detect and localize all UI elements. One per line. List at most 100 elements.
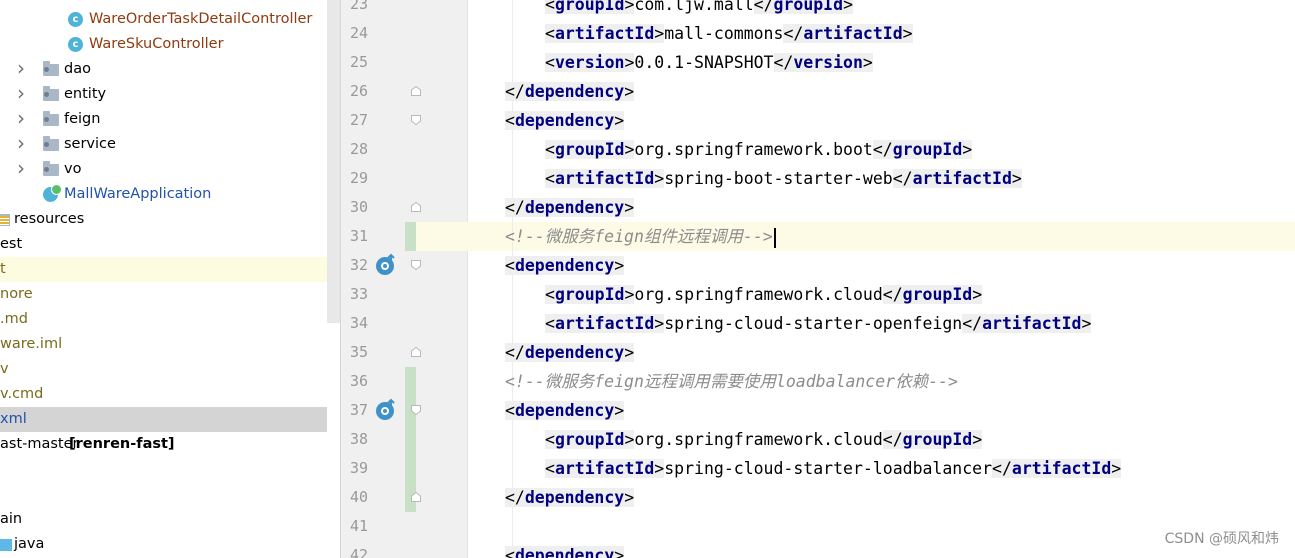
tree-node-service[interactable]: ›service (0, 132, 327, 157)
tree-node-feign[interactable]: ›feign (0, 107, 327, 132)
xml-tag-name: artifactId (912, 169, 1012, 188)
tree-node-xml[interactable]: xml (0, 407, 327, 432)
xml-open-tag: <dependency> (505, 256, 625, 275)
line-number[interactable]: 33 (349, 285, 368, 303)
expand-chevron-icon[interactable]: › (17, 81, 25, 105)
spring-app-icon (43, 184, 62, 202)
line-number[interactable]: 37 (349, 401, 368, 419)
code-line[interactable]: <dependency> (505, 106, 625, 135)
expand-chevron-icon[interactable]: › (17, 131, 25, 155)
code-line[interactable]: <dependency> (505, 251, 625, 280)
xml-text-value: spring-boot-starter-web (664, 169, 893, 188)
tree-node-resources[interactable]: resources (0, 207, 327, 232)
fold-end-icon[interactable] (410, 201, 422, 213)
xml-tag-name: artifactId (554, 24, 655, 43)
code-line[interactable]: <groupId>com.ljw.mall</groupId> (545, 0, 853, 19)
line-number[interactable]: 24 (349, 24, 368, 42)
tree-node-label: .md (0, 311, 28, 327)
xml-text-value: org.springframework.boot (634, 140, 873, 159)
code-line[interactable]: <!--微服务feign组件远程调用--> (505, 222, 776, 251)
fold-start-icon[interactable] (410, 404, 422, 416)
line-number[interactable]: 39 (349, 459, 368, 477)
xml-text-value: org.springframework.cloud (634, 430, 883, 449)
tree-node-dao[interactable]: ›dao (0, 57, 327, 82)
panel-divider[interactable] (340, 0, 341, 558)
tree-node-ast-master[interactable]: ast-master[renren-fast] (0, 432, 327, 457)
tree-node-v-cmd[interactable]: v.cmd (0, 382, 327, 407)
code-line[interactable]: <version>0.0.1-SNAPSHOT</version> (545, 48, 873, 77)
xml-close-tag: </dependency> (505, 488, 635, 507)
code-line[interactable]: <dependency> (505, 541, 625, 558)
line-number[interactable]: 26 (349, 82, 368, 100)
tree-node-mallwareapplication[interactable]: MallWareApplication (0, 182, 327, 207)
line-number[interactable]: 27 (349, 111, 368, 129)
line-number[interactable]: 36 (349, 372, 368, 390)
code-line[interactable]: <artifactId>spring-boot-starter-web</art… (545, 164, 1022, 193)
current-line-highlight (416, 222, 1295, 251)
code-line[interactable]: </dependency> (505, 338, 635, 367)
tree-node-v[interactable]: v (0, 357, 327, 382)
expand-chevron-icon[interactable]: › (17, 56, 25, 80)
tree-node-ware-iml[interactable]: ware.iml (0, 332, 327, 357)
expand-chevron-icon[interactable]: › (17, 156, 25, 180)
code-line[interactable]: </dependency> (505, 77, 635, 106)
code-line[interactable]: </dependency> (505, 483, 635, 512)
tree-node-ain[interactable]: ain (0, 507, 327, 532)
line-number[interactable]: 38 (349, 430, 368, 448)
fold-end-icon[interactable] (410, 491, 422, 503)
code-line[interactable]: <!--微服务feign远程调用需要使用loadbalancer依赖--> (505, 367, 958, 396)
xml-tag-name: artifactId (554, 459, 655, 478)
folder-icon (43, 136, 59, 151)
xml-tag-name: groupId (554, 430, 625, 449)
line-number[interactable]: 40 (349, 488, 368, 506)
code-line[interactable]: </dependency> (505, 193, 635, 222)
line-number[interactable]: 29 (349, 169, 368, 187)
fold-end-icon[interactable] (410, 85, 422, 97)
xml-comment: <!--微服务feign远程调用需要使用loadbalancer依赖--> (505, 372, 958, 391)
code-line[interactable]: <artifactId>spring-cloud-starter-openfei… (545, 309, 1092, 338)
xml-close-tag: </groupId> (753, 0, 853, 14)
xml-tag-name: dependency (524, 82, 625, 101)
code-line[interactable]: <dependency> (505, 396, 625, 425)
tree-node-entity[interactable]: ›entity (0, 82, 327, 107)
xml-tag-name: artifactId (982, 314, 1082, 333)
line-number[interactable]: 34 (349, 314, 368, 332)
xml-close-tag: </artifactId> (892, 169, 1022, 188)
line-number[interactable]: 31 (349, 227, 368, 245)
code-line[interactable]: <artifactId>mall-commons</artifactId> (545, 19, 913, 48)
code-line[interactable]: <groupId>org.springframework.cloud</grou… (545, 280, 983, 309)
line-number[interactable]: 25 (349, 53, 368, 71)
tree-node-vo[interactable]: ›vo (0, 157, 327, 182)
tree-node-md[interactable]: .md (0, 307, 327, 332)
tree-node-est[interactable]: est (0, 232, 327, 257)
line-number[interactable]: 41 (349, 517, 368, 535)
expand-chevron-icon[interactable]: › (17, 106, 25, 130)
xml-tag-name: dependency (514, 546, 615, 558)
code-line[interactable]: <groupId>org.springframework.cloud</grou… (545, 425, 983, 454)
fold-start-icon[interactable] (410, 114, 422, 126)
project-tree-scrollbar[interactable] (327, 0, 340, 323)
code-line[interactable]: <artifactId>spring-cloud-starter-loadbal… (545, 454, 1122, 483)
tree-node-label: ast-master (0, 436, 79, 452)
vcs-added-marker[interactable] (405, 367, 416, 512)
line-number[interactable]: 35 (349, 343, 368, 361)
fold-start-icon[interactable] (410, 259, 422, 271)
overrides-dependency-icon[interactable] (374, 253, 398, 277)
folder-icon (43, 61, 59, 76)
tree-node-nore[interactable]: nore (0, 282, 327, 307)
line-number[interactable]: 42 (349, 546, 368, 558)
xml-comment: <!--微服务feign组件远程调用--> (505, 227, 773, 246)
overrides-dependency-icon[interactable] (374, 398, 398, 422)
line-number[interactable]: 28 (349, 140, 368, 158)
code-line[interactable]: <groupId>org.springframework.boot</group… (545, 135, 973, 164)
tree-node-java[interactable]: java (0, 532, 327, 557)
line-number[interactable]: 30 (349, 198, 368, 216)
line-number[interactable]: 23 (349, 0, 368, 13)
fold-end-icon[interactable] (410, 346, 422, 358)
resources-folder-icon (0, 214, 10, 226)
vcs-added-marker[interactable] (405, 222, 416, 251)
tree-node-t[interactable]: t (0, 257, 327, 282)
line-number[interactable]: 32 (349, 256, 368, 274)
